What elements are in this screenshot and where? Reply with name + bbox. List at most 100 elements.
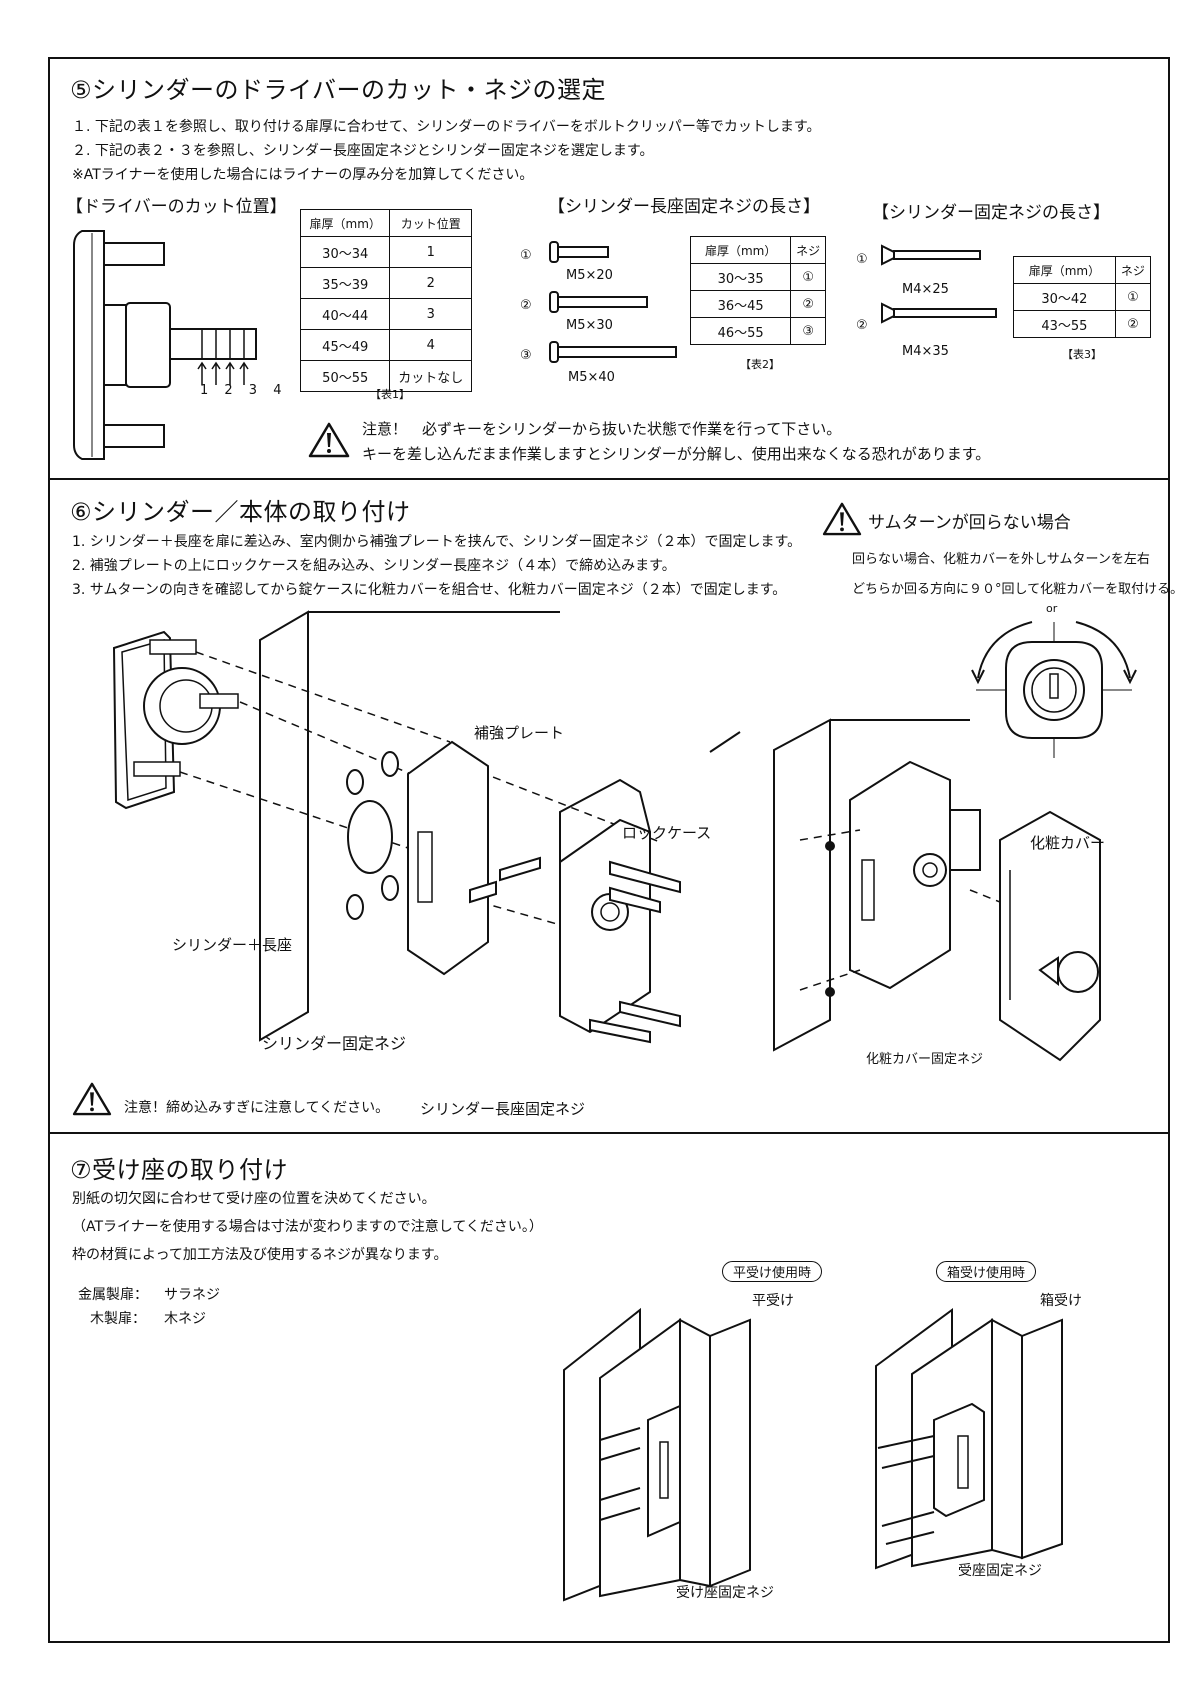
table1-cell-2-1: 3 bbox=[389, 298, 472, 330]
section7-line-1: 別紙の切欠図に合わせて受け座の位置を決めてください。 bbox=[72, 1191, 436, 1207]
long-screw-3-size: M5×40 bbox=[568, 370, 615, 385]
table3-header-1: ネジ bbox=[1114, 256, 1152, 284]
fix-screw-1-size: M4×25 bbox=[902, 282, 949, 297]
table1-cell-0-0: 30～34 bbox=[299, 236, 391, 268]
table3-cell-0-1: ① bbox=[1114, 283, 1152, 311]
section5-line-1: １. 下記の表１を参照し、取り付ける扉厚に合わせて、シリンダーのドライバーをボル… bbox=[72, 119, 821, 135]
label-decorative-cover: 化粧カバー bbox=[1030, 834, 1106, 852]
flat-strike-illustration bbox=[563, 1307, 751, 1602]
section7-title: ⑦受け座の取り付け bbox=[70, 1156, 289, 1184]
long-screw-1-num: ① bbox=[520, 248, 532, 263]
thumbturn-rotation-illustration bbox=[971, 621, 1137, 758]
table2-cell-0-1: ① bbox=[790, 263, 826, 291]
table-1-caption: 【表1】 bbox=[370, 388, 410, 401]
caution-5-line-1: 注意！ 必ずキーをシリンダーから抜いた状態で作業を行って下さい。 bbox=[362, 420, 842, 438]
section6-line-2: 2. 補強プレートの上にロックケースを組み込み、シリンダー長座ネジ（４本）で締め… bbox=[72, 558, 676, 574]
material-metal-screw: サラネジ bbox=[164, 1287, 220, 1303]
label-box-strike: 箱受け bbox=[1040, 1293, 1082, 1309]
driver-cut-numbers: 1 2 3 4 bbox=[200, 383, 288, 398]
section5-line-2: ２. 下記の表２・３を参照し、シリンダー長座固定ネジとシリンダー固定ネジを選定し… bbox=[72, 143, 654, 159]
label-flat-strike: 平受け bbox=[752, 1293, 794, 1309]
fix-screw-heading: 【シリンダー固定ネジの長さ】 bbox=[872, 203, 1110, 223]
table1-cell-3-1: 4 bbox=[389, 329, 472, 361]
table1-cell-4-0: 50～55 bbox=[299, 360, 391, 392]
fix-screw-2-num: ② bbox=[856, 318, 868, 333]
table3-cell-0-0: 30～42 bbox=[1013, 283, 1116, 311]
table2-cell-2-1: ③ bbox=[790, 317, 826, 345]
material-metal-name: 金属製扉： bbox=[78, 1287, 148, 1303]
page-frame bbox=[48, 57, 1170, 1643]
table2-cell-2-0: 46～55 bbox=[689, 317, 792, 345]
label-cover-fix-screw: 化粧カバー固定ネジ bbox=[866, 1052, 984, 1067]
thumbturn-line-1: 回らない場合、化粧カバーを外しサムターンを左右 bbox=[852, 552, 1150, 567]
fix-screw-1-num: ① bbox=[856, 252, 868, 267]
label-cylinder-fix-screw: シリンダー固定ネジ bbox=[262, 1034, 407, 1053]
warning-icon bbox=[72, 1082, 112, 1116]
label-reinforcement-plate: 補強プレート bbox=[474, 724, 565, 742]
long-screw-illustration bbox=[549, 241, 677, 363]
driver-cut-heading: 【ドライバーのカット位置】 bbox=[66, 197, 287, 217]
tag-box-strike: 箱受け使用時 bbox=[936, 1261, 1037, 1282]
section6-line-1: 1. シリンダー＋長座を扉に差込み、室内側から補強プレートを挟んで、シリンダー固… bbox=[72, 534, 802, 550]
warning-icon bbox=[822, 502, 862, 536]
divider-6-7 bbox=[48, 1132, 1170, 1134]
table2-header-0: 扉厚（mm） bbox=[689, 236, 792, 264]
tag-flat-strike: 平受け使用時 bbox=[722, 1261, 823, 1282]
table3-cell-1-0: 43～55 bbox=[1013, 310, 1116, 338]
section6-title: ⑥シリンダー／本体の取り付け bbox=[70, 498, 411, 526]
section7-line-3: 枠の材質によって加工方法及び使用するネジが異なります。 bbox=[72, 1247, 448, 1263]
table1-header-1: カット位置 bbox=[389, 209, 472, 237]
section5-title: ⑤シリンダーのドライバーのカット・ネジの選定 bbox=[70, 76, 607, 104]
long-screw-2-num: ② bbox=[520, 298, 532, 313]
fix-screw-2-size: M4×35 bbox=[902, 344, 949, 359]
table1-cell-1-0: 35～39 bbox=[299, 267, 391, 299]
warning-icon bbox=[308, 422, 350, 458]
section7-line-2: （ATライナーを使用する場合は寸法が変わりますので注意してください。） bbox=[72, 1219, 543, 1235]
table2-header-1: ネジ bbox=[790, 236, 826, 264]
fix-screw-illustration bbox=[881, 244, 997, 324]
label-long-seat-fix-screw: シリンダー長座固定ネジ bbox=[420, 1100, 586, 1118]
thumbturn-line-2: どちらか回る方向に９０°回して化粧カバーを取付ける。 bbox=[852, 582, 1184, 597]
table1-cell-4-1: カットなし bbox=[389, 360, 472, 392]
long-screw-1-size: M5×20 bbox=[566, 268, 613, 283]
cover-assembly-illustration bbox=[773, 718, 1101, 1062]
box-strike-illustration bbox=[875, 1308, 1063, 1570]
material-wood-screw: 木ネジ bbox=[164, 1311, 206, 1327]
label-lock-case: ロックケース bbox=[622, 824, 712, 842]
table1-cell-0-1: 1 bbox=[389, 236, 472, 268]
label-box-strike-screw: 受座固定ネジ bbox=[958, 1563, 1042, 1579]
table3-cell-1-1: ② bbox=[1114, 310, 1152, 338]
long-screw-heading: 【シリンダー長座固定ネジの長さ】 bbox=[548, 197, 820, 217]
driver-cut-illustration bbox=[73, 230, 257, 460]
divider-5-6 bbox=[48, 478, 1170, 480]
thumbturn-heading: サムターンが回らない場合 bbox=[868, 513, 1071, 533]
table1-cell-2-0: 40～44 bbox=[299, 298, 391, 330]
section5-line-3: ※ATライナーを使用した場合にはライナーの厚み分を加算してください。 bbox=[72, 167, 534, 183]
material-wood-name: 木製扉： bbox=[90, 1311, 146, 1327]
table1-cell-3-0: 45～49 bbox=[299, 329, 391, 361]
long-screw-3-num: ③ bbox=[520, 348, 532, 363]
table1-cell-1-1: 2 bbox=[389, 267, 472, 299]
table2-cell-0-0: 30～35 bbox=[689, 263, 792, 291]
table2-cell-1-0: 36～45 bbox=[689, 290, 792, 318]
label-cylinder-long-seat: シリンダー＋長座 bbox=[172, 936, 293, 954]
caution-5-line-2: キーを差し込んだまま作業しますとシリンダーが分解し、使用出来なくなる恐れがありま… bbox=[362, 445, 991, 463]
table1-header-0: 扉厚（mm） bbox=[299, 209, 391, 237]
caution-6: 注意！締め込みすぎに注意してください。 bbox=[124, 1100, 390, 1116]
table-3-caption: 【表3】 bbox=[1062, 348, 1102, 361]
long-screw-2-size: M5×30 bbox=[566, 318, 613, 333]
table2-cell-1-1: ② bbox=[790, 290, 826, 318]
table3-header-0: 扉厚（mm） bbox=[1013, 256, 1116, 284]
